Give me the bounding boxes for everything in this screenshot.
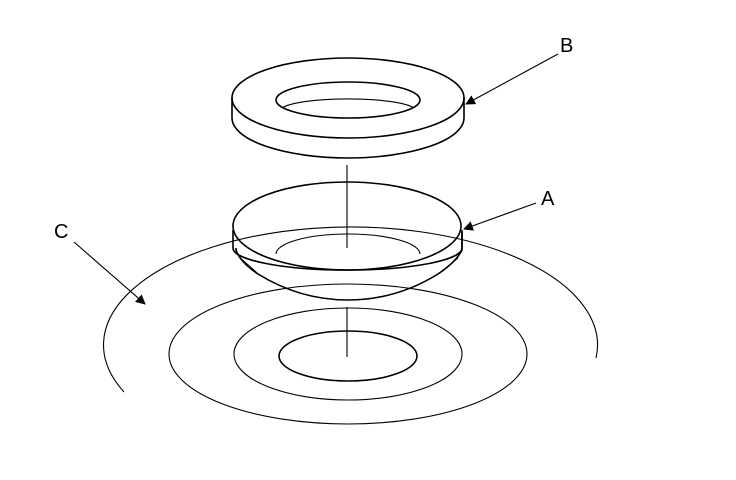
washer-outer-edge xyxy=(231,57,465,139)
cup-taper-left xyxy=(239,257,259,275)
cup-inner-bowl xyxy=(275,233,421,255)
cup-lower-body xyxy=(235,232,463,301)
label-b: B xyxy=(560,35,573,57)
washer-ring-b xyxy=(231,57,465,159)
base-ring-2 xyxy=(168,283,528,425)
base-ring-3 xyxy=(233,307,463,401)
label-a: A xyxy=(541,188,555,210)
base-outer-ring xyxy=(102,226,599,393)
cup-seat-a xyxy=(232,181,463,301)
washer-inner-hole xyxy=(275,81,421,119)
washer-side-band xyxy=(231,98,465,159)
leader-c-arrow xyxy=(73,241,146,305)
base-surface-c xyxy=(102,226,599,425)
washer-hole-depth xyxy=(281,98,415,109)
cup-top-rim xyxy=(232,181,462,271)
leader-a-arrow xyxy=(463,202,537,231)
leader-b-arrow xyxy=(465,53,559,105)
cup-taper-right xyxy=(437,257,459,275)
base-center-hole xyxy=(278,330,418,382)
label-c: C xyxy=(54,221,68,243)
